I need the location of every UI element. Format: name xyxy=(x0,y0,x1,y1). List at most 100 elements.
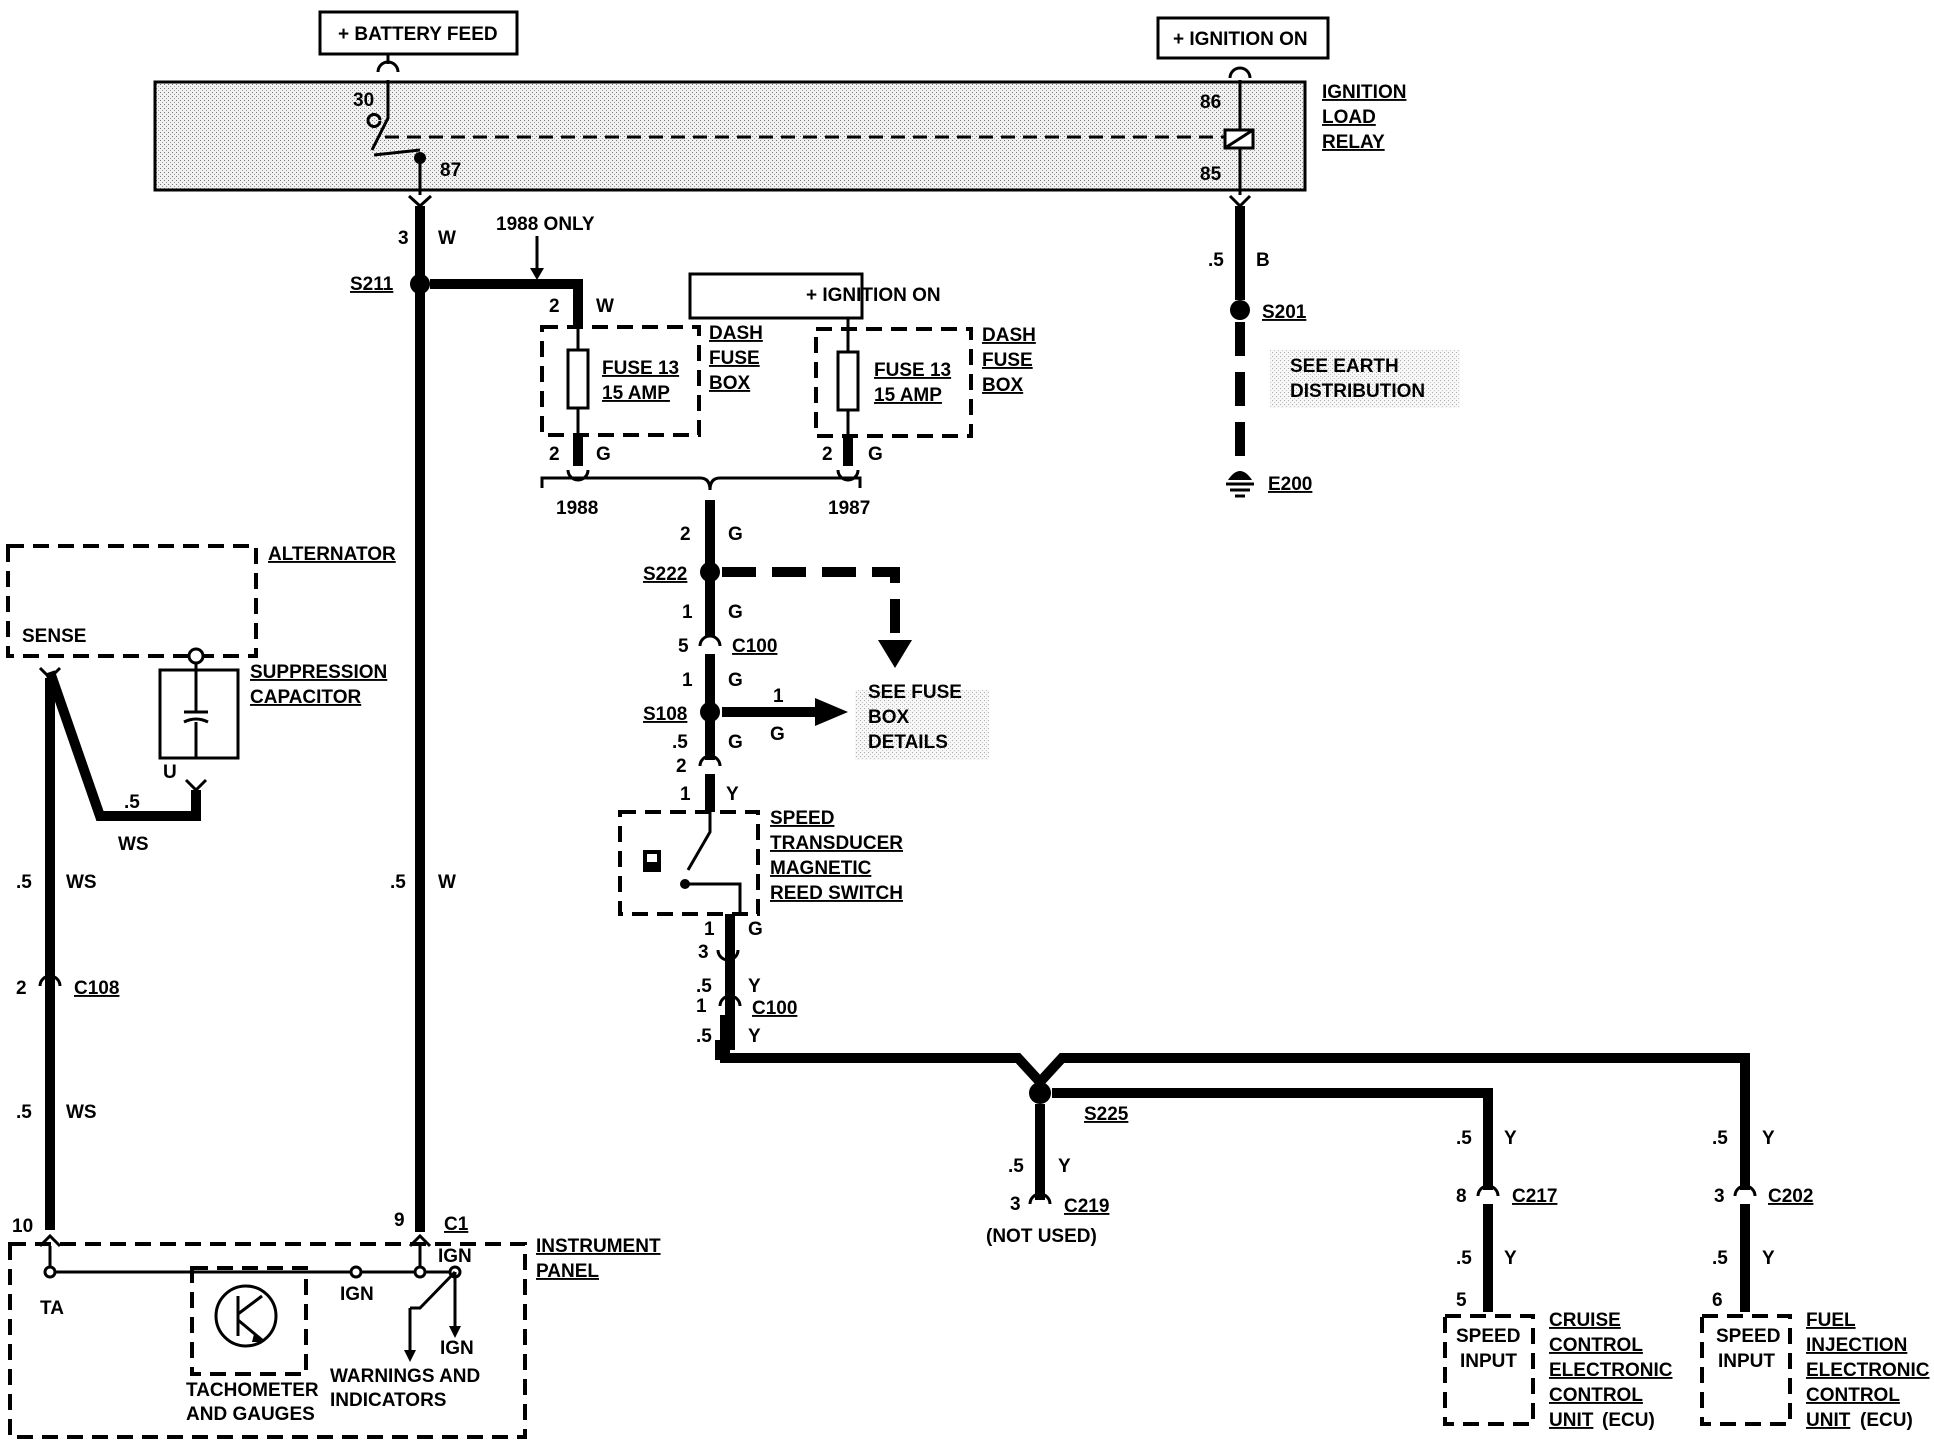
capacitor-icon xyxy=(183,672,209,758)
dash-fuse-box-1987 xyxy=(814,327,973,438)
y05b-color: Y xyxy=(748,1026,761,1047)
wire-ws-capacitor xyxy=(45,670,201,821)
wire-s222-dashed xyxy=(722,567,900,645)
w2-color: W xyxy=(596,296,614,317)
ip-ign3: IGN xyxy=(440,1338,474,1359)
alternator-label: ALTERNATOR xyxy=(268,544,396,565)
c202-up-color: Y xyxy=(1762,1128,1775,1149)
fuel-l5: UNIT xyxy=(1806,1410,1851,1431)
cruise-l3: ELECTRONIC xyxy=(1549,1360,1673,1381)
ip-c1: C1 xyxy=(444,1214,469,1235)
g1a-color: G xyxy=(728,602,743,623)
relay-label-3: RELAY xyxy=(1322,132,1385,153)
see-fuse-l2: BOX xyxy=(868,707,910,728)
ip-l2: PANEL xyxy=(536,1261,599,1282)
ip-ign2: IGN xyxy=(438,1246,472,1267)
ign-terminal-1 xyxy=(349,1265,363,1279)
reed-l2: TRANSDUCER xyxy=(770,833,903,854)
only-1988-label: 1988 ONLY xyxy=(496,214,595,235)
c202-pin: 3 xyxy=(1714,1186,1725,1207)
fuse-b-line1: FUSE 13 xyxy=(874,360,951,381)
c202-dn-color: Y xyxy=(1762,1248,1775,1269)
cruise-l4: CONTROL xyxy=(1549,1385,1643,1406)
speed-transducer xyxy=(618,810,760,916)
ground-icon xyxy=(1226,471,1254,498)
splice-s211 xyxy=(410,274,430,294)
fuel-l2: INJECTION xyxy=(1806,1335,1907,1356)
warning-circuit xyxy=(408,1270,457,1354)
ws-c-color: WS xyxy=(66,1102,97,1123)
w05-size: .5 xyxy=(390,872,406,893)
only-1988-arrowhead xyxy=(530,268,544,280)
fuse-a-line1: FUSE 13 xyxy=(602,358,679,379)
reed-out-connector-a xyxy=(716,949,740,962)
reed-l1: SPEED xyxy=(770,808,834,829)
c202-up-size: .5 xyxy=(1712,1128,1728,1149)
c108-connector xyxy=(38,974,62,987)
battery-feed-connector xyxy=(376,54,400,73)
instrument-panel xyxy=(8,1242,527,1439)
alternator-box xyxy=(6,544,258,658)
c217-dn-size: .5 xyxy=(1456,1248,1472,1269)
cruise-pin: 5 xyxy=(1456,1290,1467,1311)
reed-pin2: 2 xyxy=(676,756,687,777)
year-bracket xyxy=(540,476,862,491)
s108-label: S108 xyxy=(643,704,687,725)
c100b-pin1: 1 xyxy=(696,996,707,1017)
capacitor-connector xyxy=(184,778,208,793)
pin87-connector xyxy=(407,194,433,209)
supp-l2: CAPACITOR xyxy=(250,687,361,708)
ws-c-size: .5 xyxy=(16,1102,32,1123)
speed-input-b-l1: SPEED xyxy=(1716,1326,1780,1347)
c219-label: C219 xyxy=(1064,1196,1109,1217)
fuse-a-out-connector xyxy=(566,469,590,482)
c217-up-color: Y xyxy=(1504,1128,1517,1149)
wire-y-cruise xyxy=(1052,1088,1493,1190)
warning-arrow-1 xyxy=(404,1350,416,1362)
fa-out-color: G xyxy=(596,444,611,465)
c202-label: C202 xyxy=(1768,1186,1813,1207)
fuse-b-out-connector xyxy=(836,469,860,482)
reed-out-color: G xyxy=(748,919,763,940)
cruise-l5b: (ECU) xyxy=(1602,1410,1655,1431)
splice-s201 xyxy=(1230,300,1250,320)
relay-label-2: LOAD xyxy=(1322,107,1376,128)
year-1988: 1988 xyxy=(556,498,598,519)
dash-b-l3: BOX xyxy=(982,375,1024,396)
see-fuse-shade xyxy=(855,690,989,760)
ignition-on-label-fuse: + IGNITION ON xyxy=(806,285,941,306)
sense-label: SENSE xyxy=(22,626,86,647)
s222-arrowhead xyxy=(878,640,912,668)
reed-in-connector xyxy=(698,754,722,767)
g05-color: G xyxy=(728,732,743,753)
reed-in-size: 1 xyxy=(680,784,691,805)
c217-pin: 8 xyxy=(1456,1186,1467,1207)
ip-ign1: IGN xyxy=(340,1284,374,1305)
ignition-on-tag-top xyxy=(1156,16,1330,60)
s108-color: G xyxy=(770,724,785,745)
ws-a-size: .5 xyxy=(124,792,140,813)
ws-b-color: WS xyxy=(66,872,97,893)
c217-up-size: .5 xyxy=(1456,1128,1472,1149)
warn-l2: INDICATORS xyxy=(330,1390,446,1411)
ip-ta: TA xyxy=(40,1298,64,1319)
c100b-pin3: 3 xyxy=(698,942,709,963)
b-size: .5 xyxy=(1208,250,1224,271)
reed-out-size: 1 xyxy=(704,919,715,940)
ta-terminal xyxy=(43,1265,57,1279)
ignition-load-relay xyxy=(153,80,1307,195)
warning-arrow-2 xyxy=(449,1326,461,1338)
battery-feed-label: + BATTERY FEED xyxy=(338,24,498,45)
see-fuse-l3: DETAILS xyxy=(868,732,948,753)
transistor-icon xyxy=(214,1284,278,1348)
s108-arrowhead xyxy=(815,698,848,726)
c217-connector xyxy=(1476,1184,1500,1197)
g2-color: G xyxy=(728,524,743,545)
cruise-l2: CONTROL xyxy=(1549,1335,1643,1356)
ignition-on-connector xyxy=(1228,66,1252,79)
c217-dn-color: Y xyxy=(1504,1248,1517,1269)
c100a-pin: 5 xyxy=(678,636,689,657)
c108-pin: 2 xyxy=(16,978,27,999)
splice-s225 xyxy=(1029,1082,1051,1104)
